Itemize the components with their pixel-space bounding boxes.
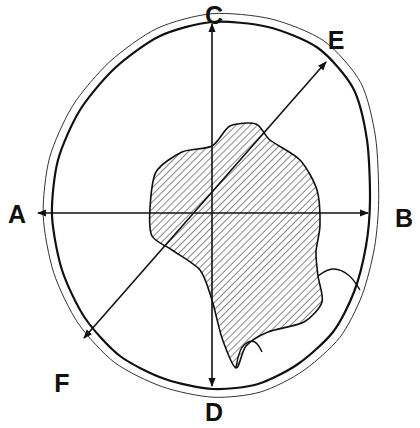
axis-letter: E: [328, 28, 345, 53]
axis-letter: C: [205, 3, 223, 28]
dimension-arrow: [211, 24, 213, 386]
bone-outline: [52, 22, 370, 389]
notch-line: [318, 269, 360, 290]
axis-letter: F: [54, 371, 69, 396]
axis-letter: D: [205, 400, 223, 425]
outer-contour: [43, 13, 379, 397]
dimension-arrow: [38, 212, 368, 214]
hatched-region: [150, 123, 323, 368]
axis-letter: A: [8, 202, 26, 227]
axis-letter: B: [395, 206, 413, 231]
notch-line: [236, 341, 262, 368]
dimension-arrow: [84, 62, 326, 338]
